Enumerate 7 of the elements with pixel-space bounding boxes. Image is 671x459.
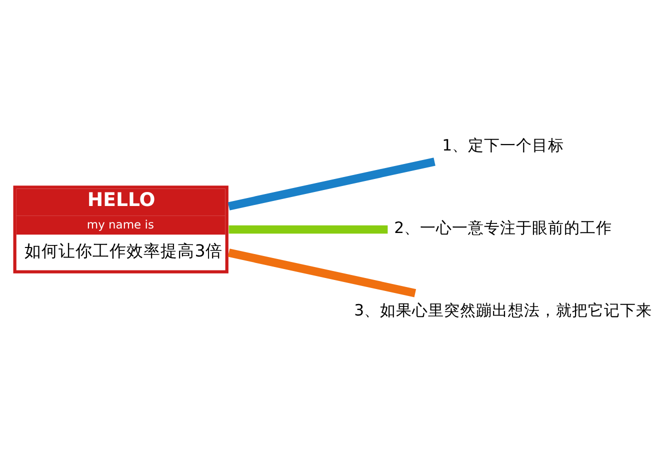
node-box: HELLO my name is 如何让你工作效率提高3倍: [13, 186, 228, 274]
node-text: 3、如果心里突然蹦出想法，就把它记下来: [354, 300, 652, 320]
node-text: 2、一心一意专注于眼前的工作: [394, 218, 612, 238]
connector: [228, 225, 388, 234]
connector: [228, 158, 436, 210]
connector: [228, 248, 416, 298]
node-text: 1、定下一个目标: [442, 136, 564, 155]
